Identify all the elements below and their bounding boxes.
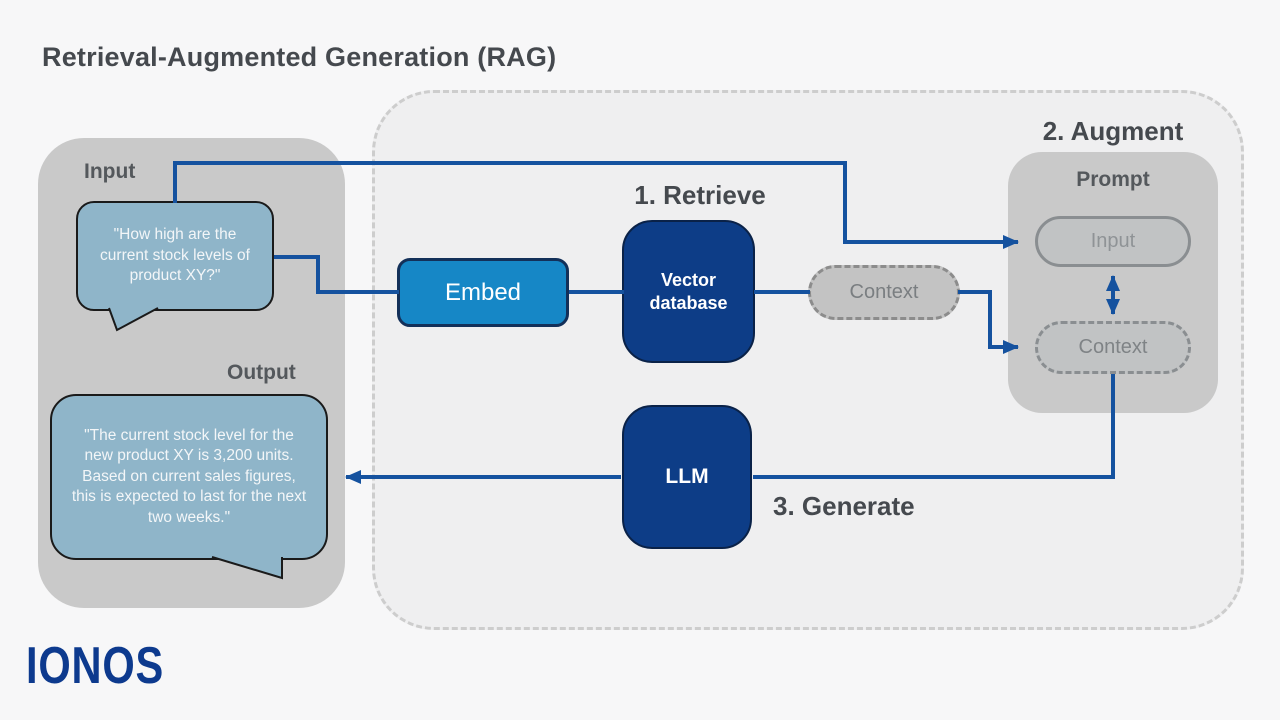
embed-node-label: Embed [444,278,522,306]
step-2-augment-label: 2. Augment [1042,116,1184,146]
output-bubble-tail [211,556,283,580]
prompt-context-label: Context [1078,336,1148,358]
output-speech-bubble: "The current stock level for the new pro… [50,394,328,560]
vector-database-node: Vector database [622,220,755,363]
llm-node-label: LLM [665,465,709,488]
input-label: Input [84,160,136,183]
step-1-retrieve-label: 1. Retrieve [634,180,766,210]
retrieved-context-node: Context [808,265,960,320]
embed-node: Embed [397,258,569,327]
step-3-generate-label: 3. Generate [773,491,915,521]
prompt-input-label: Input [1090,230,1136,252]
input-speech-bubble: "How high are the current stock levels o… [76,201,274,311]
output-label: Output [227,361,296,384]
ionos-logo: IONOS [26,637,165,695]
prompt-title: Prompt [1076,168,1150,191]
page-title: Retrieval-Augmented Generation (RAG) [42,42,557,72]
vector-database-label: Vector database [649,270,728,313]
prompt-context-node: Context [1035,321,1191,374]
input-bubble-tail [108,307,159,332]
llm-node: LLM [622,405,752,549]
prompt-input-node: Input [1035,216,1191,267]
retrieved-context-label: Context [849,281,919,303]
